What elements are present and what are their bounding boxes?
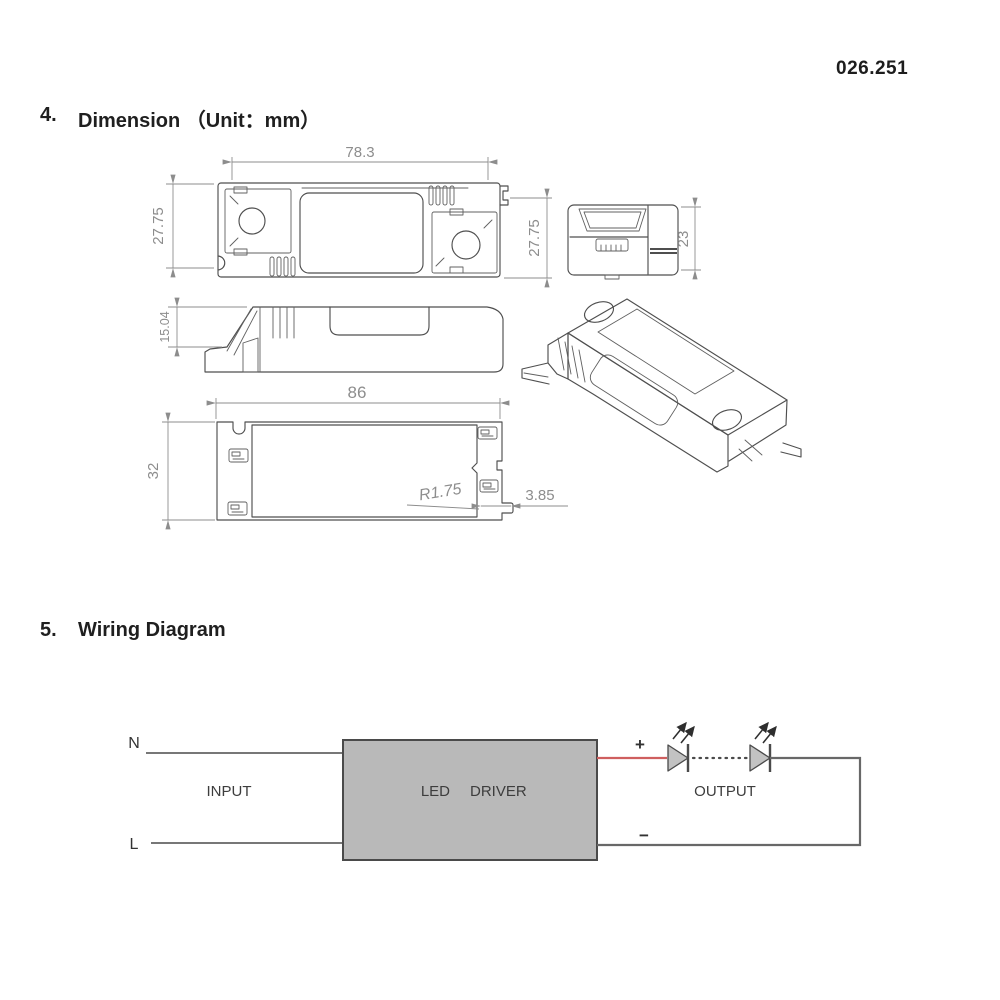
mounting-notch [217, 255, 226, 271]
led-driver-label-word1: LED [421, 783, 450, 800]
dim-end-height: 23 [675, 231, 692, 248]
dim-bottom-length: 86 [348, 383, 367, 402]
return-wire [597, 756, 862, 847]
terminal-block [479, 479, 499, 493]
isometric-view [521, 298, 802, 473]
minus-label: − [639, 826, 649, 845]
section-5-heading: 5. Wiring Diagram [40, 619, 226, 642]
section-5-title: Wiring Diagram [78, 619, 226, 641]
led-driver-label-word2: DRIVER [470, 783, 527, 800]
bottom-view [216, 421, 514, 521]
side-view-dimensions: 15.04 86 [158, 297, 510, 419]
dim-corner-radius: R1.75 [418, 481, 463, 504]
end-view-dimensions: 23 [675, 197, 701, 280]
led-symbol [749, 721, 777, 772]
recess-handle [329, 306, 430, 336]
bottom-view-dimensions: 32 R1.75 3.85 [145, 412, 568, 530]
dim-bottom-width: 32 [145, 463, 162, 480]
mounting-ear [521, 362, 550, 385]
dim-foot-width: 3.85 [525, 487, 554, 504]
vent-slats [557, 337, 586, 383]
section-4-title: Dimension （Unit：mm） [78, 110, 321, 132]
screw-boss [583, 301, 615, 323]
wire-hole [238, 207, 266, 235]
terminal-block [477, 426, 498, 440]
vent-slats [272, 306, 295, 339]
top-view [217, 182, 509, 278]
wire-hole [451, 230, 481, 260]
top-panel [597, 308, 735, 395]
wiring-diagram: N L INPUT LED DRIVER + OUTPUT − [128, 721, 862, 861]
dim-top-width: 78.3 [345, 144, 374, 161]
screw-boss [711, 409, 743, 431]
mounting-tab [499, 185, 509, 206]
plus-label: + [635, 735, 645, 754]
dim-plan-right-height: 27.75 [526, 219, 543, 257]
label-window [299, 192, 424, 274]
section-4-number: 4. [40, 104, 57, 126]
front-panel [589, 354, 679, 426]
led-driver-box [342, 739, 598, 861]
doc-number: 026.251 [836, 58, 909, 79]
mounting-ear [780, 442, 802, 458]
terminal-block [227, 501, 248, 516]
top-view-dimensions: 78.3 27.75 27.75 [150, 144, 552, 288]
output-label: OUTPUT [694, 783, 756, 800]
terminal-block [228, 448, 249, 463]
neutral-label: N [128, 735, 140, 752]
connector [595, 238, 629, 252]
side-view [204, 306, 504, 373]
line-label: L [130, 836, 139, 853]
section-4-heading: 4. Dimension （Unit：mm） [40, 104, 320, 133]
end-view [567, 204, 679, 280]
dim-plan-left-height: 27.75 [150, 207, 167, 245]
led-symbol [667, 721, 695, 772]
section-5-number: 5. [40, 619, 57, 641]
dim-side-step-height: 15.04 [158, 311, 172, 342]
vent-slots [269, 185, 455, 277]
input-label: INPUT [207, 783, 252, 800]
